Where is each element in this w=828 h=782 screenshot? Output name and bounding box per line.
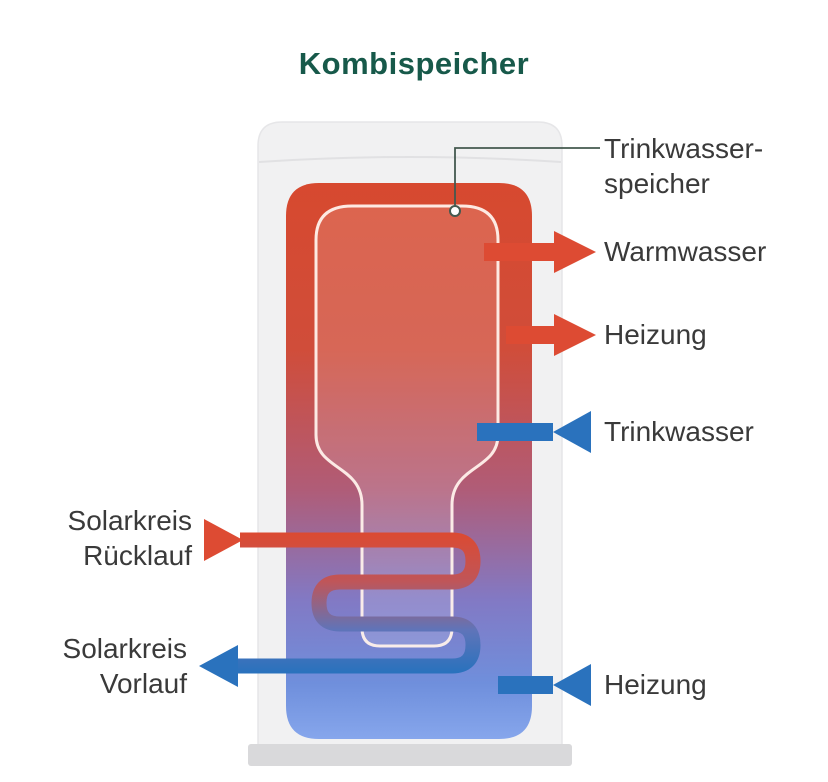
trinkwasser-arrow-bar	[477, 423, 553, 441]
solar-return-label-line1: Solarkreis	[67, 505, 192, 536]
heizung-bottom-arrowhead	[553, 664, 591, 706]
solar-flow-arrowhead	[199, 645, 238, 687]
trinkwasser-arrowhead	[553, 411, 591, 453]
trinkwasser-label: Trinkwasser	[604, 416, 754, 447]
tank-base	[248, 744, 572, 766]
inner-tank-pointer-line	[454, 147, 600, 206]
buffer-water-body	[286, 183, 532, 739]
solar-flow-label: Solarkreis Vorlauf	[0, 631, 187, 701]
tank-lid-seam	[258, 156, 562, 163]
inner-tank-pointer-dot	[449, 205, 461, 217]
heizung-top-label: Heizung	[604, 319, 707, 350]
warmwasser-arrowhead	[554, 231, 596, 273]
solar-return-arrowhead	[204, 519, 243, 561]
solar-return-label: Solarkreis Rücklauf	[0, 503, 192, 573]
warmwasser-arrow-bar	[484, 243, 554, 261]
solar-flow-label-line1: Solarkreis	[62, 633, 187, 664]
heizung-bottom-label: Heizung	[604, 669, 707, 700]
inner-tank-label-line1: Trinkwasser-	[604, 133, 764, 164]
inner-tank-label: Trinkwasser- speicher	[604, 131, 763, 201]
solar-return-label-line2: Rücklauf	[83, 540, 192, 571]
heizung-bottom-arrow-bar	[498, 676, 553, 694]
solar-flow-label-line2: Vorlauf	[99, 668, 187, 699]
inner-tank-label-line2: speicher	[604, 168, 710, 199]
heizung-top-arrow-bar	[506, 326, 554, 344]
solar-coil-pipe	[237, 532, 481, 674]
diagram-title: Kombispeicher	[298, 46, 530, 81]
heizung-top-arrowhead	[554, 314, 596, 356]
warmwasser-label: Warmwasser	[604, 236, 767, 267]
